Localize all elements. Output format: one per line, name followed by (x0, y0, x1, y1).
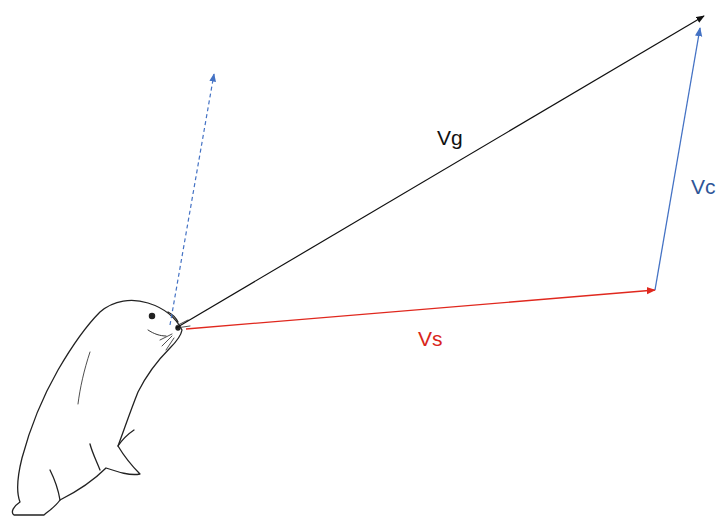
vector-label: Vg (437, 127, 463, 148)
ground-velocity-arrow (176, 16, 704, 328)
swim-velocity-arrow (186, 290, 655, 329)
vector-label: Vc (691, 176, 716, 197)
current-velocity-arrow (655, 28, 700, 290)
reference-direction-arrow (170, 74, 214, 325)
seal-drawing (12, 300, 190, 515)
vector-label: Vs (418, 328, 443, 349)
